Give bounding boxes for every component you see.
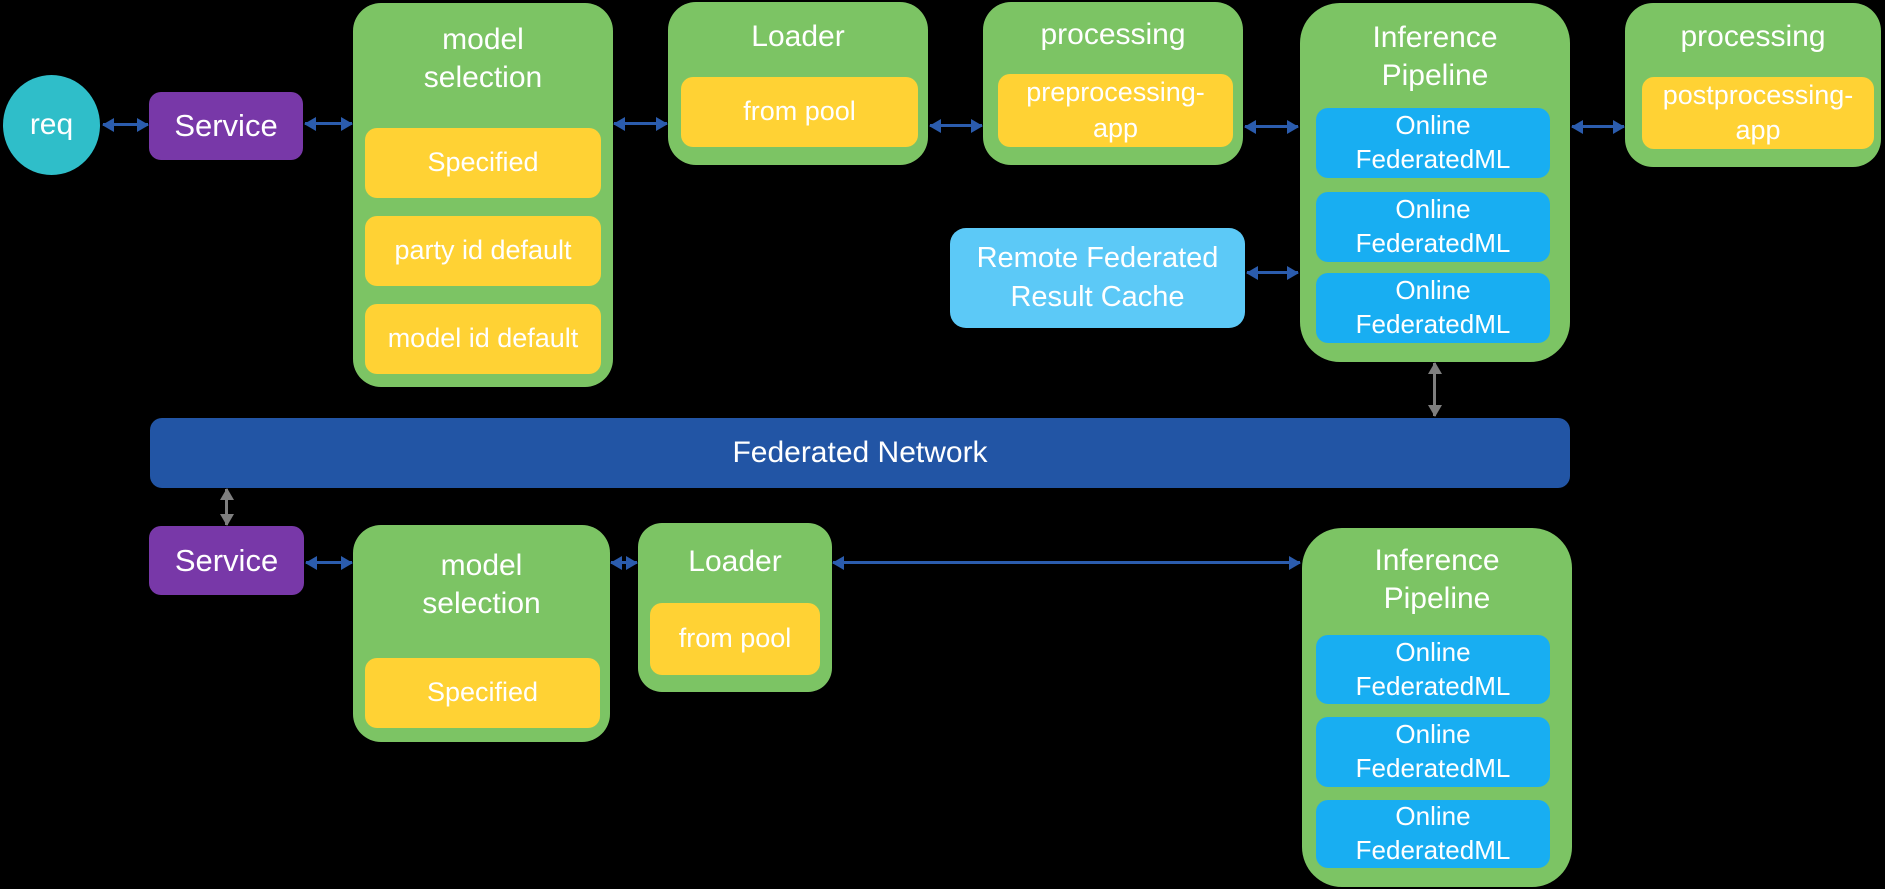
service-label: Service [174, 542, 279, 578]
arrow-req-service [103, 123, 148, 126]
service-node-bottom: Service [149, 526, 304, 595]
inference-pipeline-group-bottom: Inference Pipeline Online FederatedML On… [1302, 528, 1572, 887]
preprocessing-group: processing preprocessing-app [983, 2, 1243, 165]
service-label: Service [174, 108, 278, 143]
model-selection-item-specified: Specified [365, 658, 600, 728]
inference-pipeline-title: Inference Pipeline [1302, 542, 1572, 617]
online-federatedml-item: Online FederatedML [1316, 273, 1550, 343]
inference-pipeline-group-top: Inference Pipeline Online FederatedML On… [1300, 3, 1570, 362]
item-label: Online FederatedML [1355, 110, 1511, 174]
postprocessing-app-item: postprocessing-app [1642, 77, 1874, 149]
request-node: req [3, 75, 100, 175]
item-label: Specified [426, 677, 539, 708]
loader-item-from-pool: from pool [650, 603, 820, 675]
preprocessing-app-item: preprocessing-app [998, 74, 1233, 147]
model-selection-title: model selection [353, 21, 613, 96]
arrow-service-model-selection-bottom [306, 561, 352, 564]
item-label: Specified [427, 147, 539, 178]
preprocessing-title-text: processing [1040, 18, 1186, 51]
online-federatedml-item: Online FederatedML [1316, 800, 1550, 868]
loader-title: Loader [638, 543, 832, 581]
loader-group-bottom: Loader from pool [638, 523, 832, 692]
postprocessing-group: processing postprocessing-app [1625, 3, 1881, 167]
item-label: Online FederatedML [1355, 801, 1511, 865]
arrow-cache-inference-pipeline [1247, 271, 1298, 274]
model-selection-title-text: model selection [423, 23, 543, 94]
model-selection-group-bottom: model selection Specified [353, 525, 610, 742]
model-selection-item-party-id-default: party id default [365, 216, 601, 286]
item-label: Online FederatedML [1355, 719, 1511, 783]
item-label: Online FederatedML [1355, 636, 1511, 701]
arrow-loader-inference-pipeline-bottom [833, 561, 1300, 564]
item-label: Online FederatedML [1355, 194, 1511, 258]
item-label: preprocessing-app [1026, 77, 1205, 143]
online-federatedml-item: Online FederatedML [1316, 108, 1550, 178]
inference-pipeline-title: Inference Pipeline [1300, 19, 1570, 94]
loader-title-text: Loader [751, 20, 845, 53]
inference-pipeline-title-text: Inference Pipeline [1372, 21, 1498, 92]
remote-federated-result-cache-node: Remote Federated Result Cache [950, 228, 1245, 328]
item-label: from pool [678, 623, 792, 654]
arrow-inference-pipeline-network [1433, 363, 1436, 416]
loader-title: Loader [668, 18, 928, 56]
arrow-preprocessing-inference-pipeline [1245, 125, 1298, 128]
online-federatedml-item: Online FederatedML [1316, 192, 1550, 262]
model-selection-group-top: model selection Specified party id defau… [353, 3, 613, 387]
model-selection-title-text: model selection [422, 549, 541, 620]
arrow-service-model-selection-top [305, 122, 352, 125]
request-label: req [29, 108, 74, 141]
preprocessing-title: processing [983, 16, 1243, 54]
remote-cache-label: Remote Federated Result Cache [976, 241, 1219, 313]
item-label: from pool [743, 96, 856, 127]
loader-group-top: Loader from pool [668, 2, 928, 165]
arrow-model-selection-loader-top [614, 122, 667, 125]
item-label: postprocessing-app [1662, 79, 1854, 145]
federated-network-label: Federated Network [732, 436, 988, 469]
item-label: party id default [394, 235, 572, 266]
postprocessing-title: processing [1625, 18, 1881, 56]
item-label: model id default [387, 323, 579, 354]
item-label: Online FederatedML [1355, 275, 1511, 339]
arrow-model-selection-loader-bottom [611, 561, 637, 564]
online-federatedml-item: Online FederatedML [1316, 717, 1550, 787]
inference-pipeline-title-text: Inference Pipeline [1374, 544, 1500, 615]
model-selection-item-model-id-default: model id default [365, 304, 601, 374]
federated-network-bar: Federated Network [150, 418, 1570, 488]
arrow-network-service-bottom [225, 489, 228, 525]
online-federatedml-item: Online FederatedML [1316, 635, 1550, 704]
loader-title-text: Loader [688, 545, 782, 578]
service-node-top: Service [149, 92, 303, 160]
postprocessing-title-text: processing [1680, 20, 1826, 53]
model-selection-item-specified: Specified [365, 128, 601, 198]
model-selection-title: model selection [353, 547, 610, 622]
arrow-loader-preprocessing [930, 124, 982, 127]
arrow-inference-pipeline-postprocessing [1572, 125, 1624, 128]
loader-item-from-pool: from pool [681, 77, 918, 147]
